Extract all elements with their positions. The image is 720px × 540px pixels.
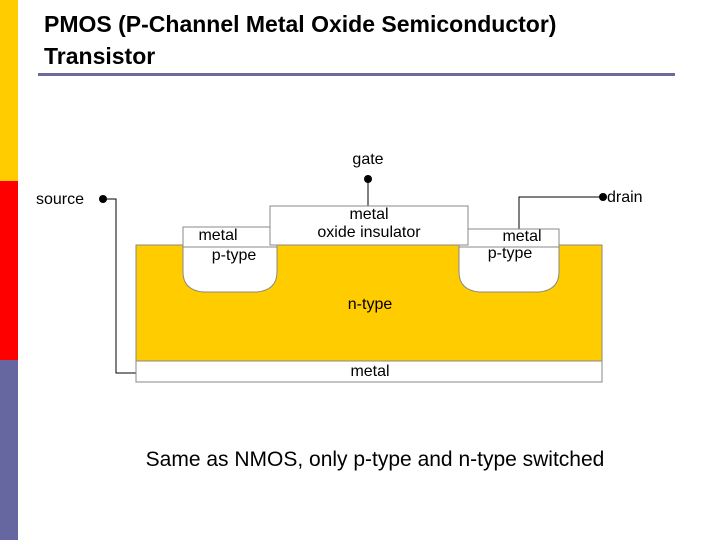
- slide-title: PMOS (P-Channel Metal Oxide Semiconducto…: [44, 8, 684, 72]
- title-line-2: Transistor: [44, 43, 156, 69]
- gate-label: gate: [352, 151, 384, 168]
- drain-region-line-2: p-type: [487, 245, 533, 262]
- title-line-1: PMOS (P-Channel Metal Oxide Semiconducto…: [44, 11, 557, 37]
- substrate-label: n-type: [347, 296, 393, 313]
- gate-region-line-2: oxide insulator: [317, 224, 421, 241]
- accent-bar-blue: [0, 360, 18, 540]
- accent-bar-yellow: [0, 0, 18, 181]
- back-metal-contact: [135, 360, 603, 383]
- source-terminal-dot: [99, 195, 107, 203]
- gate-region-line-1: metal: [349, 206, 389, 223]
- accent-bar-red: [0, 181, 18, 360]
- gate-oxide-stack: [269, 205, 469, 246]
- back-contact-label: metal: [350, 363, 390, 380]
- source-wire: [103, 198, 136, 374]
- drain-terminal-dot: [599, 193, 607, 201]
- drain-label: drain: [607, 189, 643, 206]
- title-underline: [38, 73, 675, 76]
- source-region-line-1: metal: [198, 227, 238, 244]
- drain-wire: [518, 196, 603, 229]
- drain-region-line-1: metal: [502, 228, 542, 245]
- drain-p-type-well: [458, 244, 560, 293]
- gate-terminal-dot: [364, 175, 372, 183]
- source-p-type-well: [182, 244, 278, 293]
- source-label: source: [35, 191, 85, 208]
- slide-caption: Same as NMOS, only p-type and n-type swi…: [145, 448, 605, 471]
- source-region-line-2: p-type: [211, 247, 257, 264]
- gate-region-label: metal oxide insulator: [270, 206, 468, 242]
